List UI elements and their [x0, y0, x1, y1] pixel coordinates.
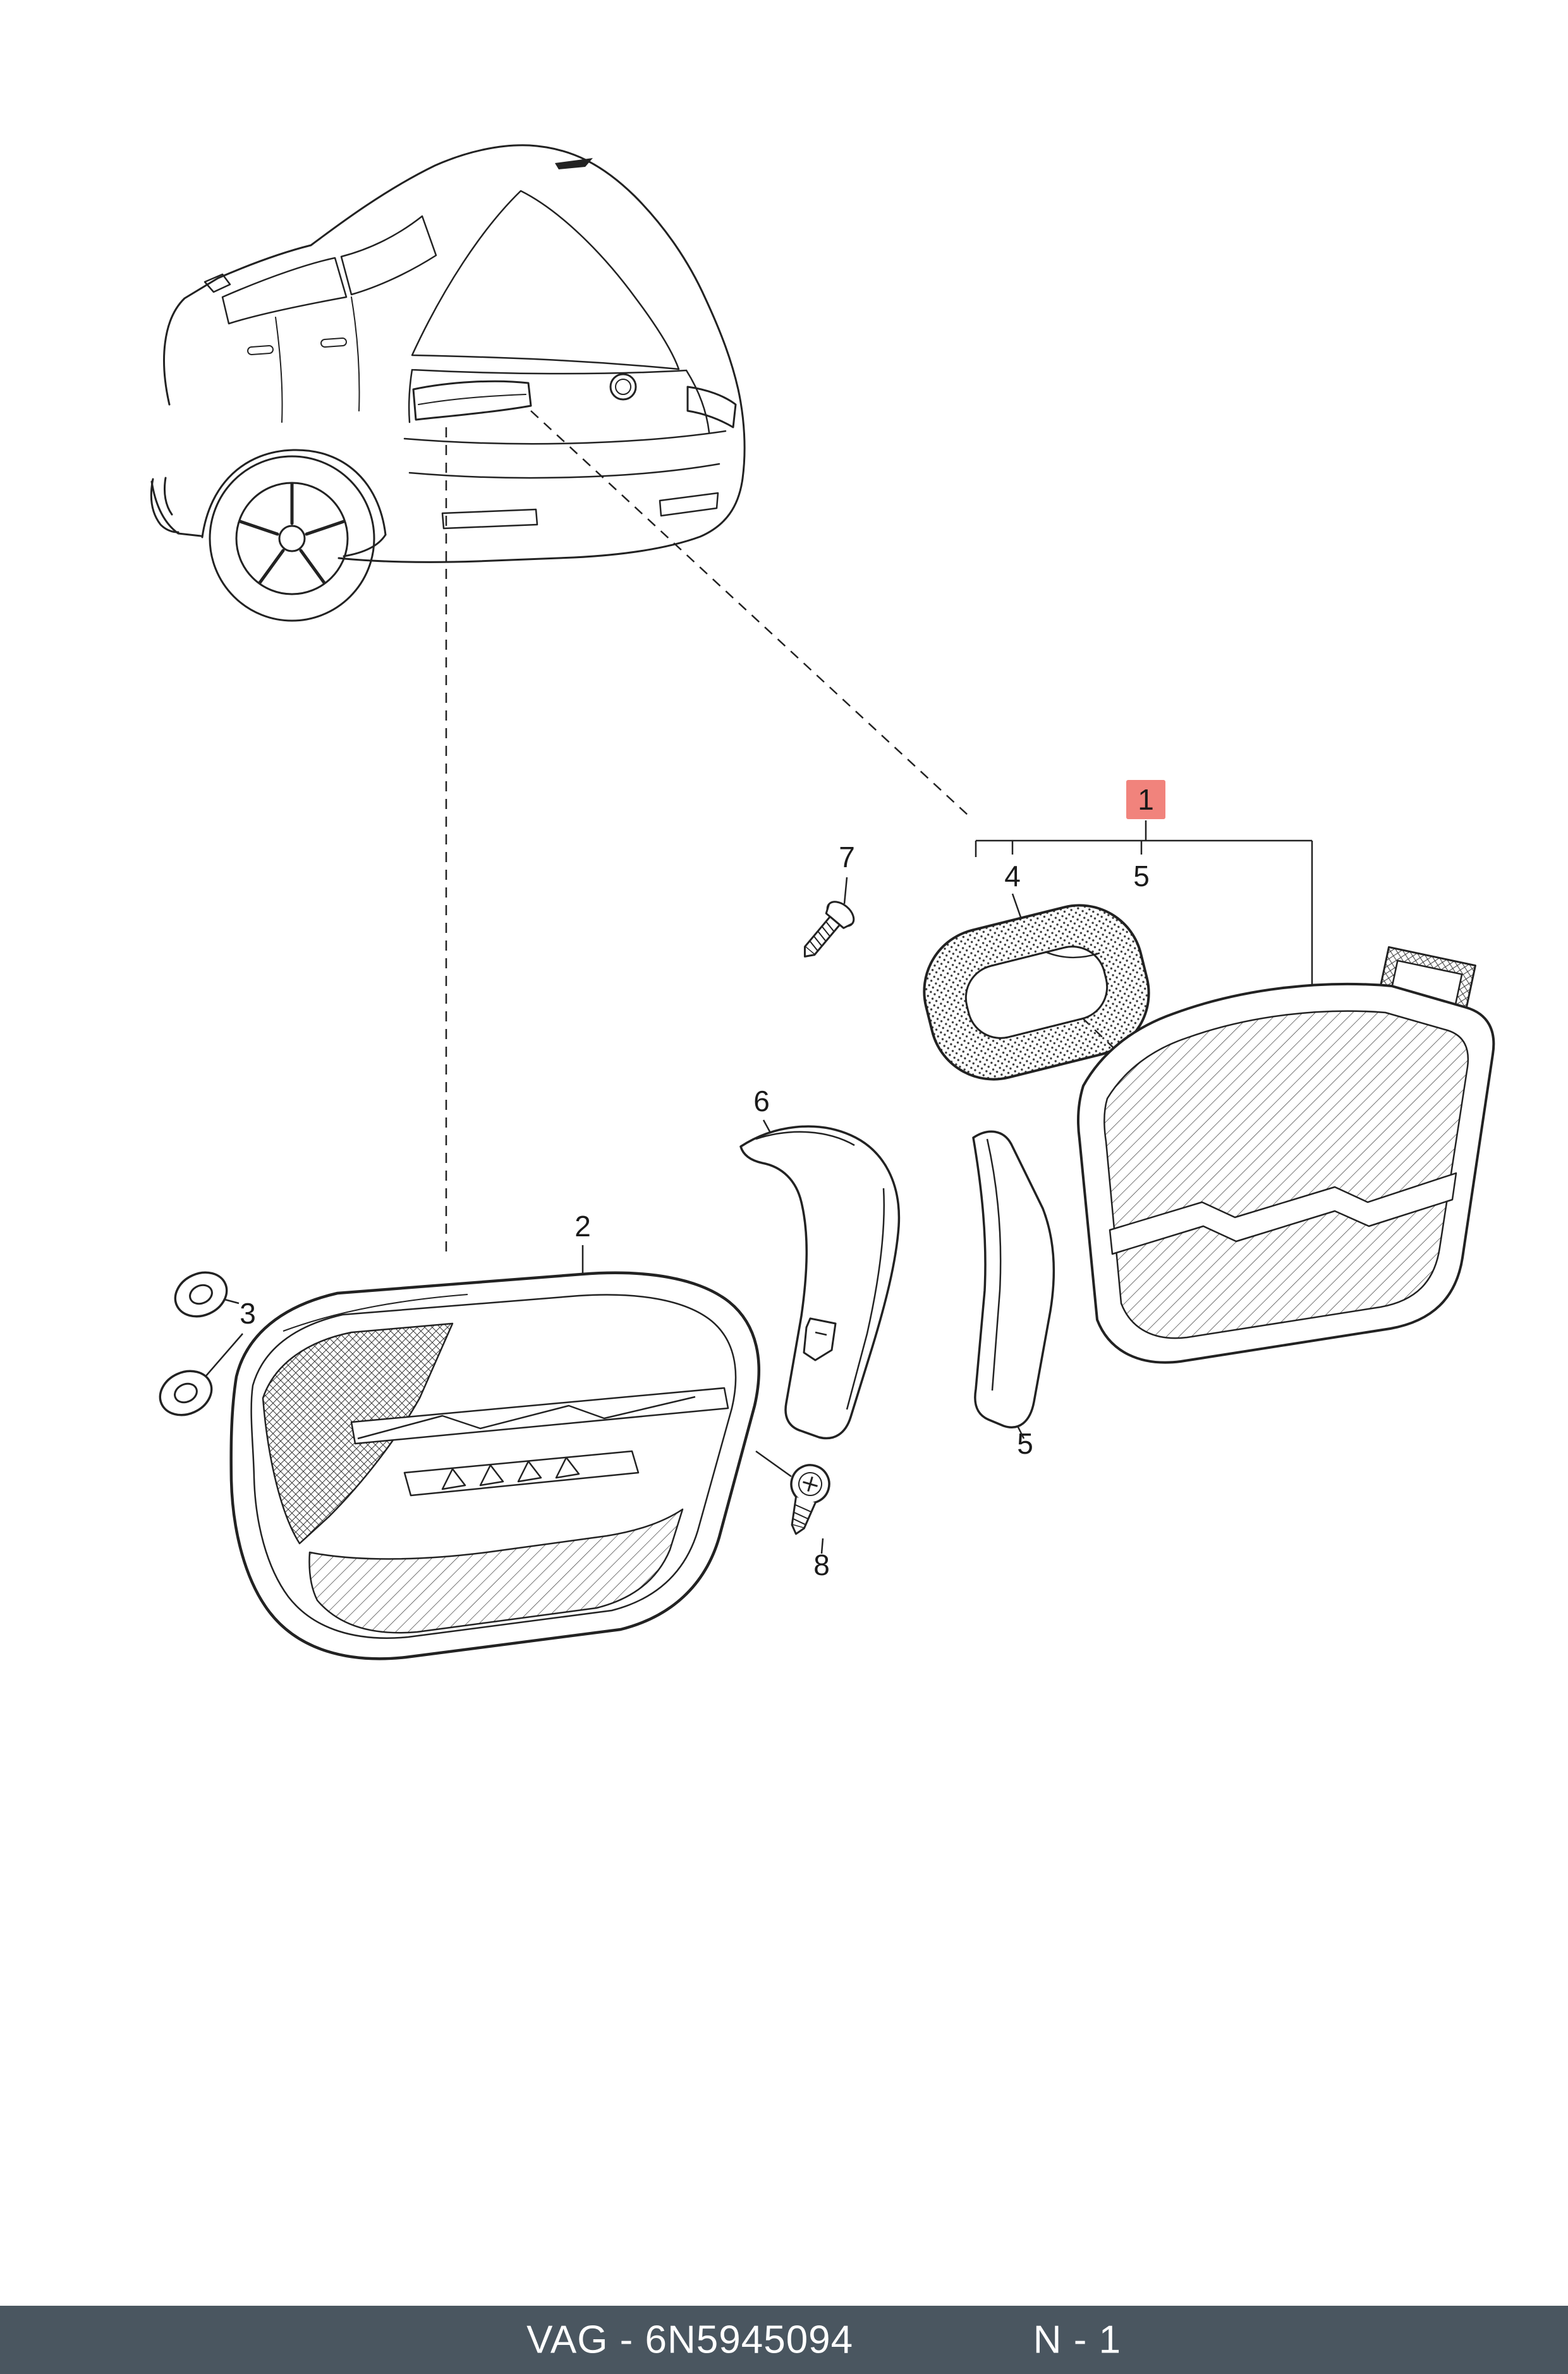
leader-line-to-assembly	[530, 410, 969, 816]
car-rear-wheel-tire	[209, 455, 375, 622]
pointer-8	[820, 1538, 824, 1554]
car-left-tail-light	[412, 380, 532, 421]
car-wheel-spokes	[238, 482, 346, 585]
car-side-mirror	[204, 273, 231, 293]
car-trunk-lines	[408, 368, 710, 434]
outer-lamp-teeth	[441, 1456, 580, 1490]
part-7-screw	[803, 901, 855, 958]
callout-label-1: 1	[1138, 783, 1154, 816]
car-right-tail-light	[686, 386, 737, 429]
car-door-handle-front	[247, 345, 274, 355]
callout-label-6: 6	[753, 1085, 770, 1117]
car-emblem-inner	[615, 379, 631, 395]
trim-bracket-inner-line	[846, 1188, 885, 1410]
grommet-lower	[159, 1370, 213, 1416]
part-2-outer-tail-light	[229, 1271, 761, 1660]
callout-1-highlight	[1126, 780, 1165, 819]
grommet-lower-hole	[174, 1382, 198, 1404]
gasket-inner-hole	[964, 946, 1109, 1039]
trim-bracket-edge-line	[755, 1131, 855, 1147]
callout-assembly-bracket	[975, 780, 1313, 990]
footer-bar: VAG - 6N5945094 N - 1	[0, 2306, 1568, 2374]
outer-lamp-chrome-bar	[350, 1387, 729, 1445]
inner-lamp-chrome-zigzag	[1109, 1172, 1457, 1255]
grommet-upper-hole	[189, 1284, 213, 1305]
callout-label-4: 4	[1004, 860, 1021, 892]
car-bumper-creases	[403, 430, 727, 479]
car-exhaust-right	[659, 492, 719, 517]
part-4-gasket	[923, 904, 1150, 1081]
car-diffuser-left	[441, 508, 538, 530]
car-door-seams	[275, 296, 360, 423]
car-left-tail-light-detail	[418, 394, 526, 405]
trim-bracket-clip-slot	[815, 1331, 827, 1336]
pointer-7	[843, 877, 848, 904]
screw-7-threads	[809, 921, 835, 952]
part-5-strip	[972, 1130, 1055, 1428]
outer-lamp-zigzag	[357, 1396, 696, 1440]
outer-lamp-inner-outline	[250, 1294, 737, 1639]
callout-label-2: 2	[574, 1210, 591, 1243]
pointer-lamp-to-screw-8	[755, 1450, 792, 1478]
car-illustration	[150, 144, 746, 622]
car-side-window-front	[221, 257, 348, 325]
screw-7-tip	[803, 946, 815, 958]
part-3-grommets	[159, 1271, 228, 1416]
car-front-wheel-arch	[150, 477, 179, 533]
pointer-4	[1011, 893, 1023, 920]
pointer-5-bottom	[1016, 1425, 1025, 1439]
grommet-upper	[174, 1271, 228, 1318]
footer-page-ref: N - 1	[1033, 2318, 1122, 2362]
car-silhouette	[163, 144, 746, 563]
part-1-inner-tail-light	[1077, 946, 1495, 1364]
part-6-trim-bracket	[739, 1125, 901, 1440]
screw-8-tip	[791, 1524, 805, 1535]
callout-label-7: 7	[839, 841, 855, 874]
callout-label-5-top: 5	[1133, 860, 1150, 892]
car-sill-line	[150, 480, 387, 557]
car-roof-antenna	[555, 158, 593, 169]
inner-lamp-lens	[1103, 1010, 1469, 1339]
callout-label-3: 3	[240, 1297, 256, 1330]
screw-8-head-inner	[798, 1472, 822, 1496]
screw-8-cross-slot	[803, 1476, 818, 1492]
footer-part-number: VAG - 6N5945094	[526, 2318, 854, 2362]
car-door-handle-rear	[320, 338, 347, 348]
car-emblem	[609, 373, 637, 401]
screw-8-shaft	[791, 1497, 817, 1530]
strip-body	[972, 1130, 1055, 1428]
callout-label-8: 8	[813, 1549, 830, 1581]
callout-label-5-bottom: 5	[1017, 1427, 1033, 1460]
car-rear-wheel-arch	[201, 449, 387, 539]
gasket-inner-detail	[1045, 951, 1100, 959]
strip-inner-line	[986, 1138, 1002, 1391]
outer-lamp-top-accent	[283, 1294, 468, 1332]
car-rear-wheel-hub	[278, 525, 306, 552]
trim-bracket-body	[739, 1125, 901, 1440]
part-8-screw	[790, 1464, 830, 1535]
car-side-window-rear	[340, 215, 437, 296]
car-rear-window	[411, 190, 680, 370]
outer-lamp-bottom-hatch	[308, 1508, 684, 1634]
trim-bracket-clip	[803, 1317, 837, 1361]
screw-8-threads	[792, 1504, 812, 1526]
